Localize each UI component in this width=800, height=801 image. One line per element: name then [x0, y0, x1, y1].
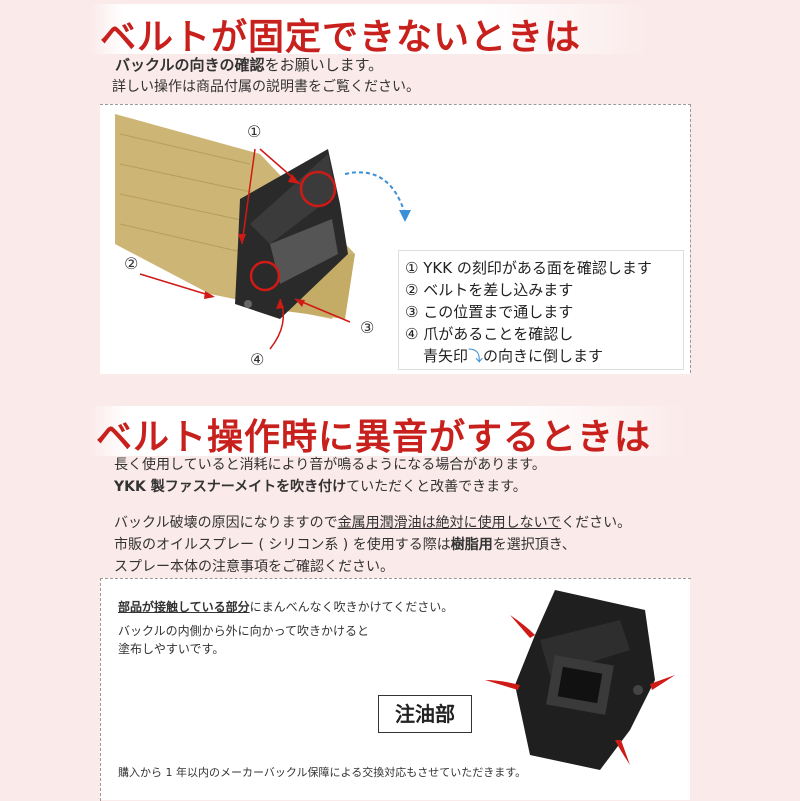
- heading-1-background: [90, 4, 650, 54]
- warranty-note: 購入から 1 年以内のメーカーバックル保障による交換対応もさせていただきます。: [118, 766, 527, 779]
- blue-direction-arrow: [344, 171, 406, 215]
- step-4: ④ 爪があることを確認し: [405, 325, 574, 343]
- steps-list: ① YKK の刻印がある面を確認します ② ベルトを差し込みます ③ この位置ま…: [398, 250, 684, 370]
- oil-dashed-frame: [100, 578, 691, 801]
- blue-arrow-label: 青矢印: [423, 347, 469, 365]
- buckle-direction-text: バックルの向きの確認: [115, 56, 265, 74]
- buckle-diagram: [115, 114, 411, 350]
- buckle-pin: [244, 300, 252, 308]
- section-2-line-1: 長く使用していると消耗により音が鳴るようになる場合があります。: [114, 457, 546, 473]
- resin-text: 樹脂用: [450, 537, 493, 553]
- callout-3: ③: [360, 318, 375, 337]
- warning-line: バックル破壊の原因になりますので金属用潤滑油は絶対に使用しないでください。: [114, 512, 631, 532]
- oil-line-3: 塗布しやすいです。: [118, 642, 225, 656]
- section-1-line-1: バックルの向きの確認をお願いします。: [115, 54, 383, 75]
- spray-line: 市販のオイルスプレー ( シリコン系 ) を使用する際は樹脂用を選択頂き、: [114, 534, 576, 554]
- section-2-heading: ベルト操作時に異音がするときは: [96, 416, 652, 458]
- oil-line-1-rest: にまんべんなく吹きかけてください。: [249, 600, 454, 614]
- contact-part-text: 部品が接触している部分: [118, 600, 250, 614]
- line-2-rest: ていただくと改善できます。: [346, 479, 527, 495]
- buckle-slot: [270, 219, 338, 284]
- warning-text-b: ください。: [561, 515, 632, 531]
- warning-text-a: バックル破壊の原因になりますので: [114, 515, 338, 531]
- buckle-top: [250, 154, 336, 244]
- fastener-mate-text: YKK 製ファスナーメイトを吹き付け: [114, 479, 347, 495]
- buckle-photo: [485, 590, 675, 770]
- oil-point-label: 注油部: [378, 695, 472, 733]
- oil-line-1: 部品が接触している部分にまんべんなく吹きかけてください。: [118, 598, 453, 615]
- step-1: ① YKK の刻印がある面を確認します: [405, 259, 652, 277]
- blue-arrow-icon: ⤵: [468, 347, 484, 365]
- section-1-heading: ベルトが固定できないときは: [100, 16, 582, 58]
- section-1-line-2: 詳しい操作は商品付属の説明書をご覧ください。: [112, 79, 420, 95]
- spray-caution-line: スプレー本体の注意事項をご確認ください。: [114, 559, 394, 575]
- callout-1: ①: [247, 122, 262, 141]
- diagram-dashed-frame: [100, 104, 691, 373]
- step-3: ③ この位置まで通します: [405, 303, 574, 321]
- step-4-continued: 青矢印⤵の向きに倒します: [423, 345, 603, 366]
- ykk-marker-circle: [299, 170, 337, 208]
- oil-line-2: バックルの内側から外に向かって吹きかけると: [118, 624, 370, 638]
- warning-underlined: 金属用潤滑油は絶対に使用しないで: [337, 515, 562, 531]
- callout-4: ④: [250, 350, 265, 369]
- claw-marker-circle: [249, 260, 281, 292]
- step-4-tail: の向きに倒します: [483, 347, 604, 365]
- spray-text-a: 市販のオイルスプレー ( シリコン系 ) を使用する際は: [114, 537, 451, 553]
- section-2-line-2: YKK 製ファスナーメイトを吹き付けていただくと改善できます。: [114, 476, 527, 496]
- step-2: ② ベルトを差し込みます: [405, 281, 574, 299]
- spray-text-b: を選択頂き、: [492, 537, 576, 553]
- callout-2: ②: [124, 254, 139, 273]
- heading-2-background: [90, 406, 690, 456]
- line-1-rest: をお願いします。: [264, 56, 384, 74]
